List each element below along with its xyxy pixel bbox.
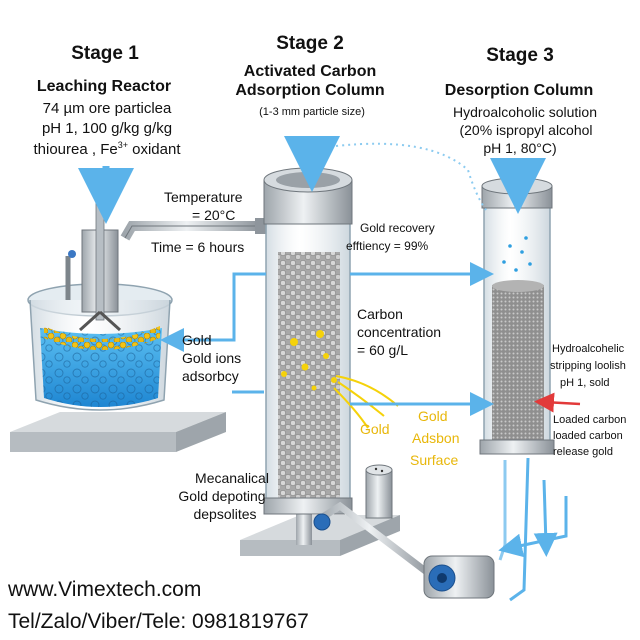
flow-arrows <box>78 136 568 602</box>
recovery-line2: efftiency = 99% <box>346 239 429 253</box>
gold-ions-line3: adsorbcy <box>182 368 239 384</box>
stage3-line-solution: Hydroalcoholic solution <box>453 104 597 120</box>
stage1-line-ph: pH 1, 100 g/kg g/kg <box>41 120 173 137</box>
carbon-conc-line2: concentration <box>357 324 442 340</box>
mechanical-line3: depsolites <box>193 506 257 522</box>
gold-ions-line1: Gold <box>182 332 212 348</box>
stripping-line1: Hydroalcohelic <box>552 343 625 355</box>
gold-surface-line3: Surface <box>410 452 459 468</box>
recovery-line1: Gold recovery <box>360 221 435 235</box>
footer-phone: Tel/Zalo/Viber/Tele: 0981819767 <box>8 610 309 633</box>
stage3-line-conditions: pH 1, 80°C) <box>483 140 557 156</box>
loaded-carbon-line1: Loaded carbon <box>553 414 627 426</box>
stage2-title: Stage 2 <box>276 33 344 54</box>
stage1-subtitle: Leaching Reactor <box>36 78 172 95</box>
stage2-particle-size: (1-3 mm particle size) <box>259 106 365 118</box>
mechanical-line1: Mecanalical <box>195 470 269 486</box>
stage1-line-particle: 74 µm ore particlea <box>42 100 172 117</box>
stripping-line3: pH 1, sold <box>560 377 610 389</box>
stripping-line2: stripping loolish <box>550 360 626 372</box>
feed-pipe <box>120 221 262 241</box>
stage3-line-alcohol: (20% ispropyl alcohol <box>459 122 593 138</box>
time-label: Time = 6 hours <box>151 239 245 255</box>
desorption-column <box>479 177 555 455</box>
stage1-title: Stage 1 <box>71 43 139 64</box>
gold-surface-line2: Adsbon <box>412 430 460 446</box>
stage3-subtitle: Desorption Column <box>444 82 594 99</box>
mechanical-line2: Gold depoting <box>178 488 266 504</box>
carbon-conc-line3: = 60 g/L <box>357 342 408 358</box>
carbon-conc-line1: Carbon <box>357 306 403 322</box>
stage2-subtitle-line1: Activated Carbon <box>243 63 377 80</box>
gold-ions-line2: Gold ions <box>182 350 242 366</box>
temperature-value: = 20°C <box>192 207 236 223</box>
leaching-reactor <box>10 199 226 452</box>
temperature-label: Temperature <box>164 189 243 205</box>
dosing-canister <box>365 464 393 519</box>
pump <box>423 555 495 599</box>
stage1-line-oxidant: thiourea , Fe3+ oxidant <box>33 140 181 158</box>
footer-website: www.Vimextech.com <box>8 578 202 601</box>
loaded-carbon-line2: loaded carbon <box>553 430 623 442</box>
gold-surface-line1: Gold <box>418 408 448 424</box>
stage2-subtitle-line2: Adsorption Column <box>235 82 385 99</box>
stage3-title: Stage 3 <box>486 45 554 66</box>
loaded-carbon-line3: release gold <box>553 446 613 458</box>
gold-label: Gold <box>360 421 390 437</box>
